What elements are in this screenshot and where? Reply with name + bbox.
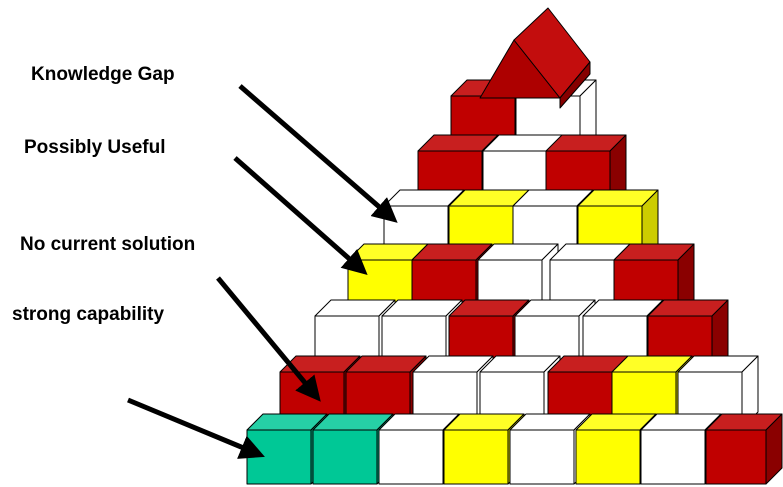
- arrow-knowledge-gap: [238, 84, 398, 223]
- label-knowledge-gap: Knowledge Gap: [31, 64, 175, 85]
- cube-front-face: [378, 429, 444, 485]
- cube-front-face: [705, 429, 767, 485]
- label-no-current-solution: No current solution: [20, 234, 195, 255]
- cube-front-face: [575, 429, 641, 485]
- cube-front-face: [640, 429, 706, 485]
- cube-front-face: [246, 429, 312, 485]
- cube-front-face: [443, 429, 509, 485]
- label-strong-capability: strong capability: [12, 304, 164, 325]
- cube-pyramid: [246, 7, 783, 485]
- label-possibly-useful: Possibly Useful: [24, 137, 166, 158]
- apex-tilted-red-block: [479, 7, 591, 109]
- cube-front-face: [312, 429, 378, 485]
- callout-arrows: [127, 84, 398, 459]
- apex-block-side-face: [559, 61, 591, 109]
- cube-front-face: [509, 429, 575, 485]
- red-cube: [705, 413, 783, 485]
- arrow-no-current-solution: [216, 276, 321, 402]
- arrow-strong-capability: [127, 397, 265, 459]
- arrow-possibly-useful: [233, 156, 368, 275]
